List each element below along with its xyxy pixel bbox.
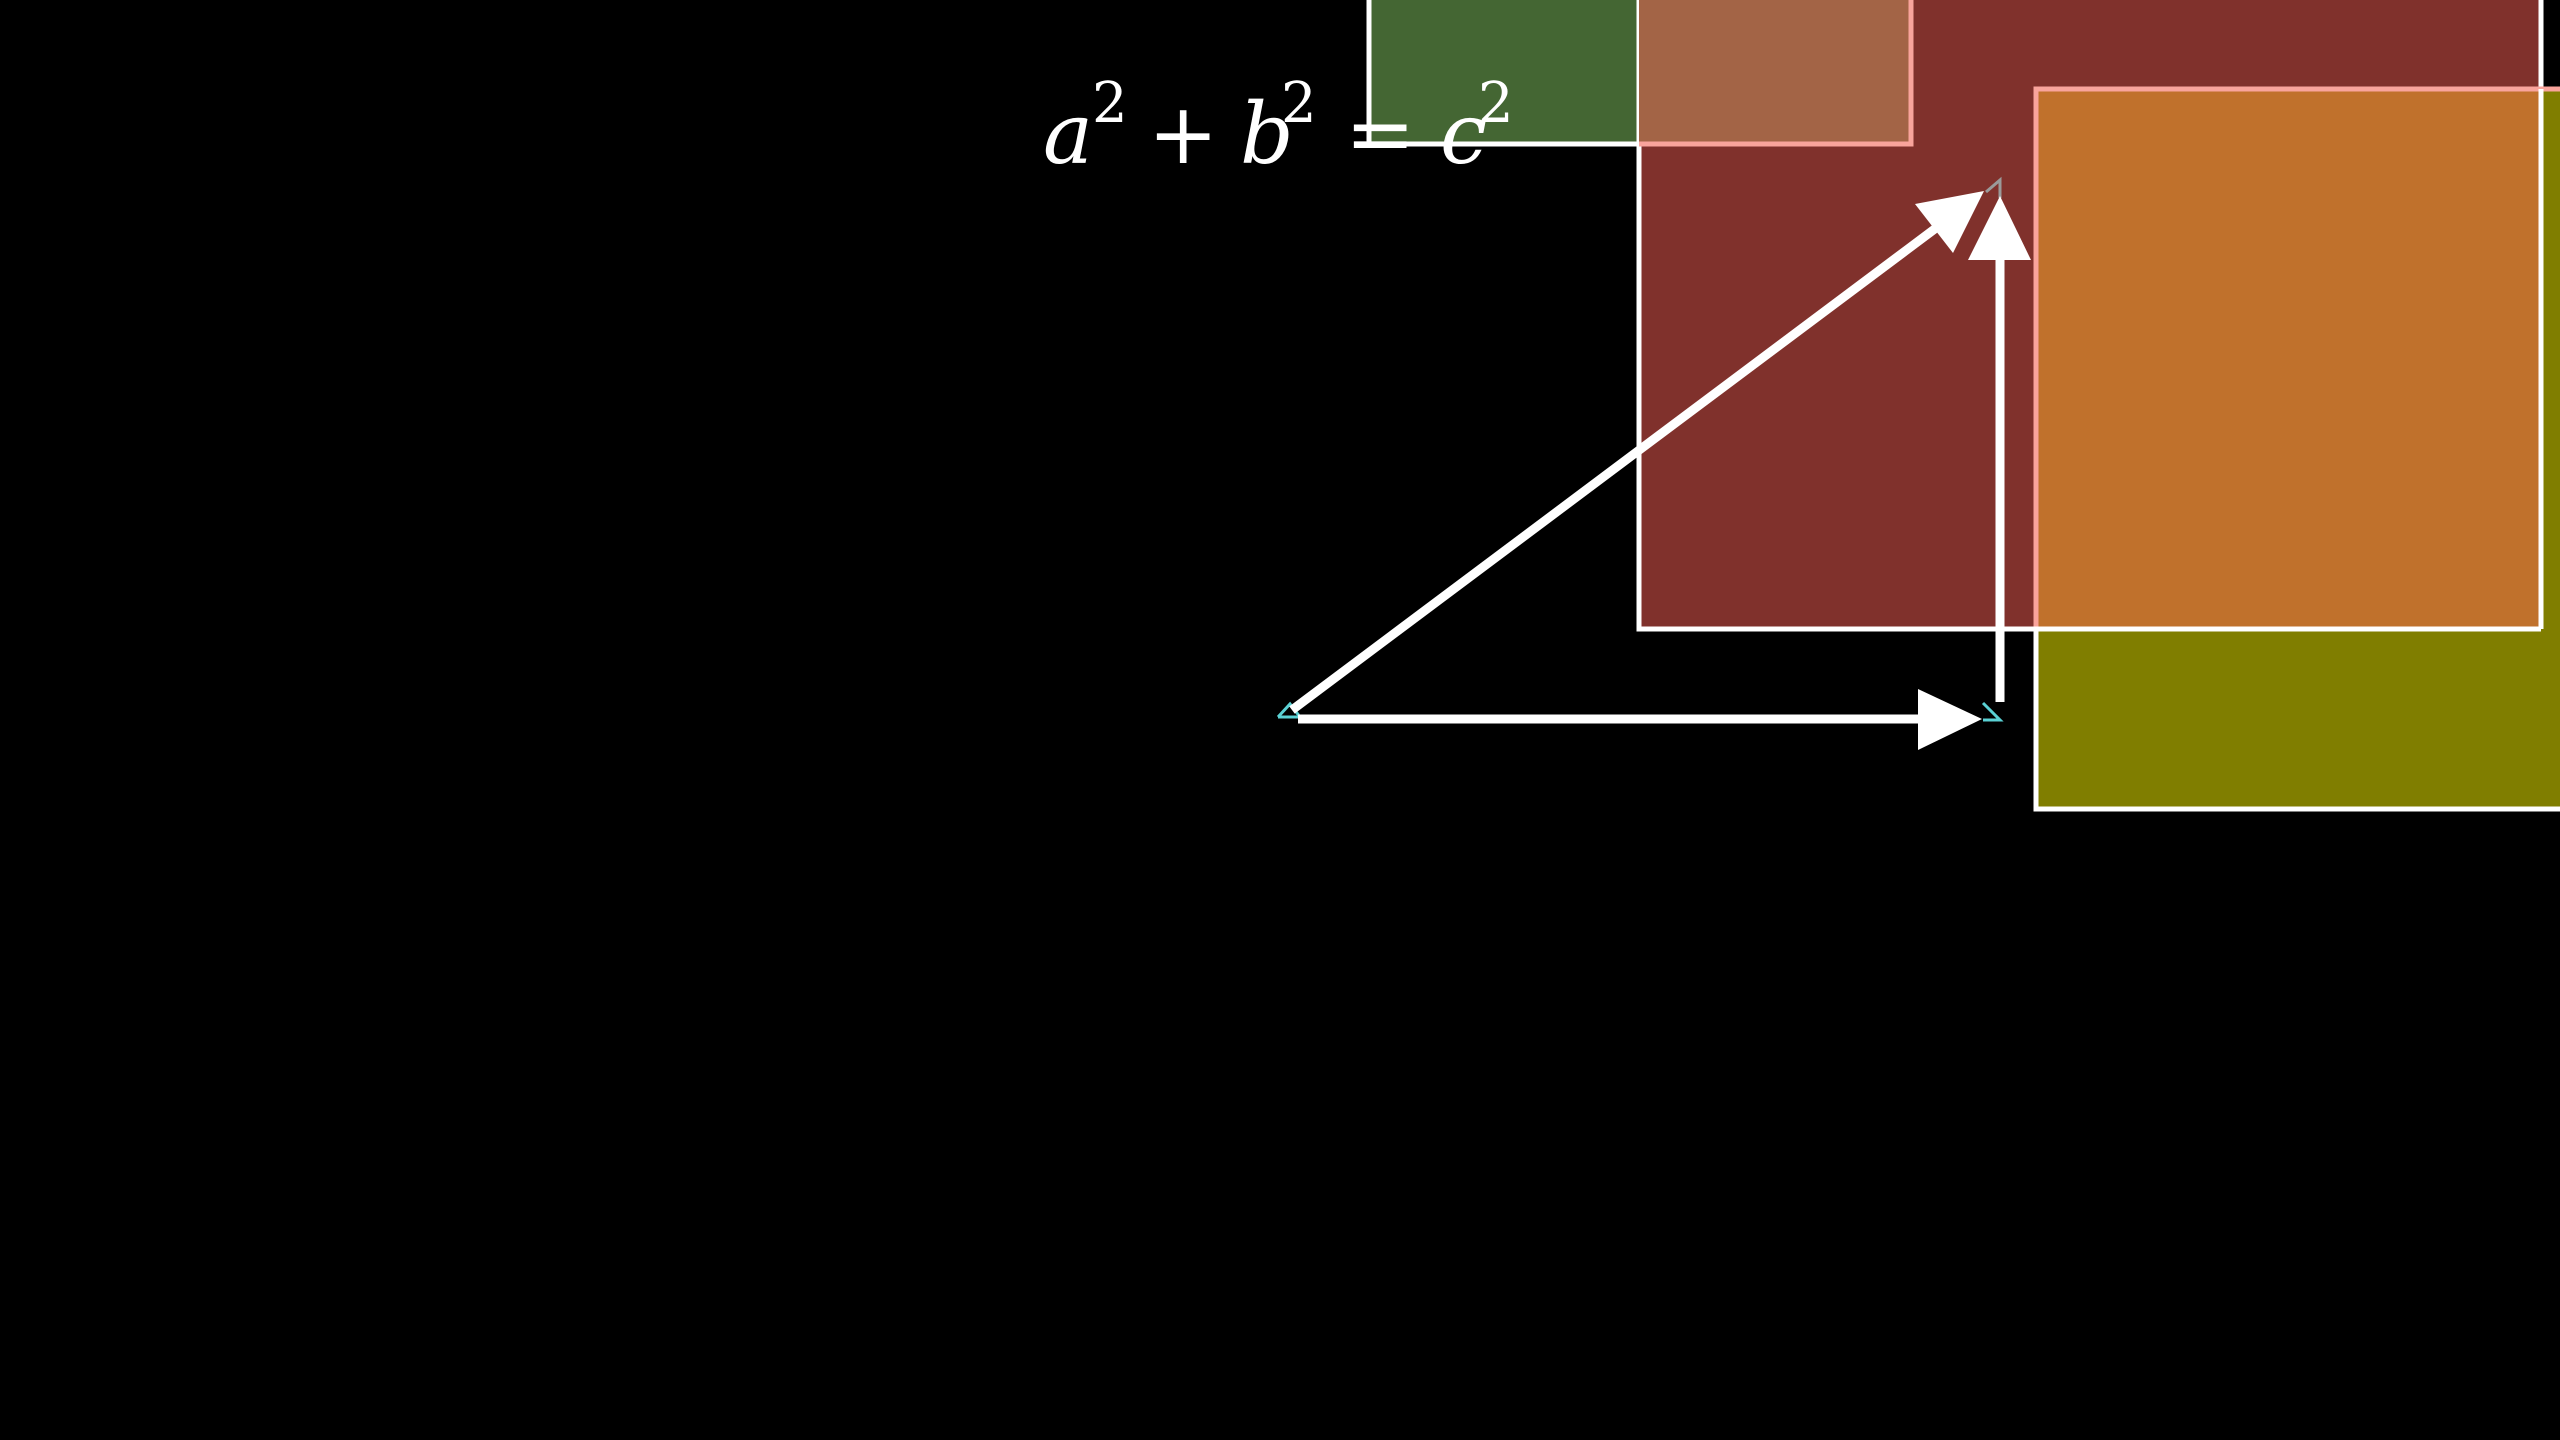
formula-c-exp: 2 [1478, 71, 1514, 136]
overlap-a-c-border [1639, 0, 1914, 147]
right-angle-marker-top [1985, 176, 2002, 198]
formula-c: c [1440, 85, 1487, 183]
formula-b: b [1240, 85, 1294, 183]
formula-a: a [1043, 85, 1093, 183]
overlap-a-c [1639, 0, 1911, 144]
overlap-c-b-border [2033, 86, 2560, 629]
formula-plus: + [1148, 85, 1218, 183]
arrow-up-icon [1968, 196, 2031, 702]
overlap-c-b [2036, 89, 2541, 629]
formula-a-exp: 2 [1092, 71, 1128, 136]
formula-equals: = [1345, 85, 1415, 183]
arrow-diagonal-icon [1289, 191, 1984, 714]
arrow-right-icon [1298, 689, 1982, 750]
right-angle-marker-bottom [1981, 701, 2004, 722]
formula-b-exp: 2 [1281, 71, 1317, 136]
pythagorean-formula: a 2 + b 2 = c 2 [1043, 71, 1514, 183]
